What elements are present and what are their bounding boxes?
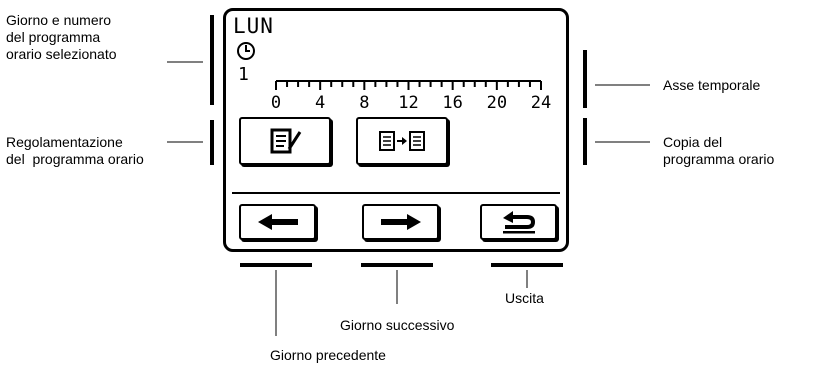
callout-next-day: Giorno successivo [340, 317, 455, 333]
copy-program-button[interactable] [356, 117, 448, 165]
callout-copy: Copia del programma orario [663, 134, 774, 168]
lcd-divider [232, 192, 560, 194]
callout-regulation: Regolamentazione del programma orario [6, 134, 144, 168]
callout-regulation-line1: Regolamentazione [6, 134, 123, 150]
callout-day-program: Giorno e numero del programma orario sel… [6, 12, 117, 63]
copy-program-icon [379, 131, 425, 151]
clock-icon [237, 42, 255, 60]
time-axis-tick-label: 16 [442, 93, 463, 113]
callout-exit: Uscita [505, 290, 544, 306]
time-axis-tick-label: 8 [359, 93, 370, 113]
callout-copy-line1: Copia del [663, 134, 723, 150]
time-axis-tick-label: 20 [486, 93, 508, 113]
callout-day-program-line2: del programma [6, 29, 101, 45]
exit-button[interactable] [480, 204, 557, 240]
next-day-button[interactable] [362, 204, 439, 240]
arrow-right-icon [380, 214, 421, 230]
time-axis-tick-label: 24 [530, 93, 552, 113]
time-axis-tick-label: 4 [315, 93, 326, 113]
edit-program-icon [270, 128, 302, 154]
time-axis-tick-label: 0 [270, 93, 282, 113]
callout-prev-day: Giorno precedente [270, 347, 386, 363]
callout-time-axis: Asse temporale [663, 77, 761, 93]
edit-program-button[interactable] [239, 117, 331, 165]
arrow-left-icon [257, 214, 298, 230]
program-number: 1 [238, 64, 249, 85]
time-axis [275, 80, 542, 90]
return-icon [502, 211, 535, 234]
time-axis-tick-label: 12 [398, 93, 419, 113]
previous-day-button[interactable] [239, 204, 316, 240]
callout-day-program-line1: Giorno e numero [6, 12, 112, 28]
lcd-display: LUN 1 0 4 8 12 16 20 24 [223, 8, 569, 252]
day-label: LUN [233, 14, 274, 38]
callout-day-program-line3: orario selezionato [6, 46, 117, 62]
callout-regulation-line2: del programma orario [6, 151, 144, 167]
callout-copy-line2: programma orario [663, 151, 775, 167]
